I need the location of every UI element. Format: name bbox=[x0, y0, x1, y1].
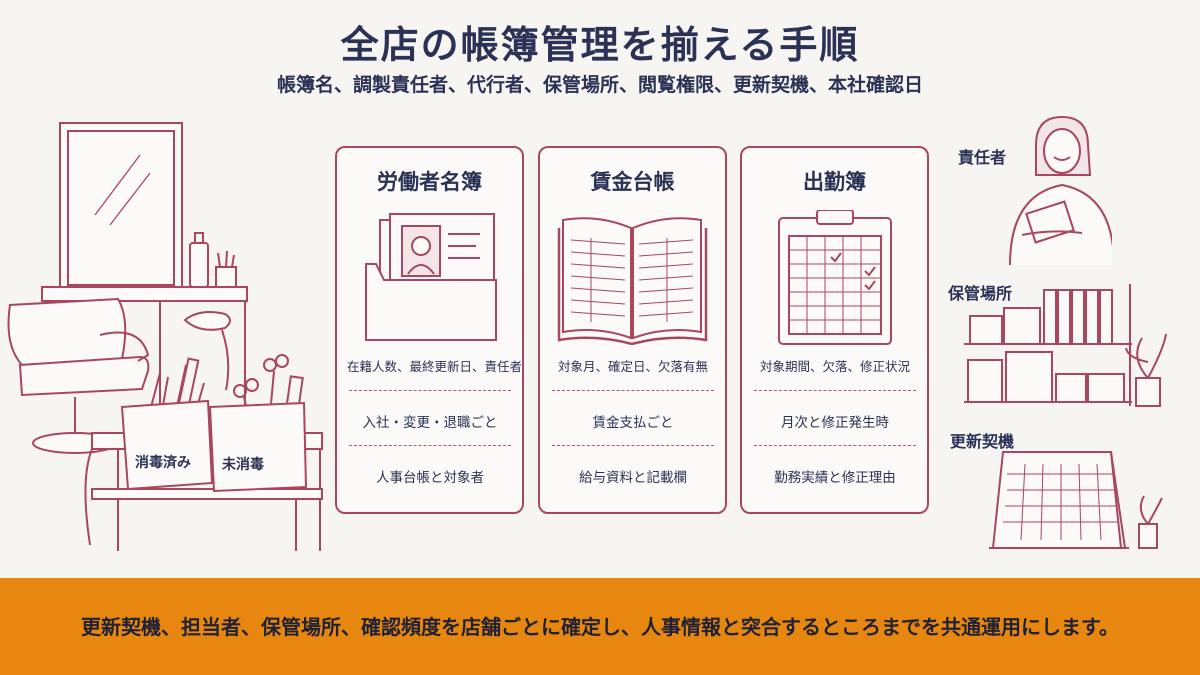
card-title: 賃金台帳 bbox=[590, 170, 675, 194]
divider bbox=[552, 445, 714, 446]
storage-shelf-icon bbox=[960, 282, 1170, 410]
card-row: 人事台帳と対象者 bbox=[376, 470, 484, 486]
card-row: 対象期間、欠落、修正状況 bbox=[759, 359, 910, 374]
card-wage-ledger: 賃金台帳 対象月、確定日、欠落有無 賃金支払ごと 給与資料と記載欄 bbox=[538, 146, 727, 514]
card-row: 対象月、確定日、欠落有無 bbox=[557, 359, 708, 374]
footer-banner: 更新契機、担当者、保管場所、確認頻度を店舗ごとに確定し、人事情報と突合するところ… bbox=[0, 578, 1200, 675]
card-attendance-book: 出勤簿 対象期間、欠落、修正状況 月次と修正発生時 勤務実績と bbox=[740, 146, 929, 514]
card-title: 出勤簿 bbox=[803, 170, 866, 194]
divider bbox=[552, 390, 714, 391]
card-row: 入社・変更・退職ごと bbox=[362, 415, 498, 431]
card-row: 月次と修正発生時 bbox=[781, 415, 889, 431]
desk-calendar-icon bbox=[985, 440, 1170, 552]
file-folder-icon bbox=[352, 210, 507, 345]
page-subtitle: 帳簿名、調製責任者、代行者、保管場所、閲覧権限、更新契機、本社確認日 bbox=[276, 74, 923, 96]
card-row: 在籍人数、最終更新日、責任者 bbox=[347, 359, 523, 374]
salon-illustration: 消毒済み 未消毒 bbox=[0, 115, 330, 560]
card-title: 労働者名簿 bbox=[377, 170, 482, 194]
footer-text: 更新契機、担当者、保管場所、確認頻度を店舗ごとに確定し、人事情報と突合するところ… bbox=[81, 615, 1119, 639]
card-row: 賃金支払ごと bbox=[592, 415, 674, 431]
bin-unsterilized-label: 未消毒 bbox=[222, 456, 264, 473]
page-title: 全店の帳簿管理を揃える手順 bbox=[340, 23, 860, 67]
responsible-label: 責任者 bbox=[958, 148, 1007, 167]
clipboard-grid-icon bbox=[757, 210, 912, 345]
divider bbox=[754, 445, 916, 446]
open-ledger-icon bbox=[555, 210, 710, 345]
divider bbox=[754, 390, 916, 391]
storage-label: 保管場所 bbox=[948, 284, 1013, 303]
divider bbox=[349, 445, 511, 446]
bin-sterilized-label: 消毒済み bbox=[135, 454, 191, 471]
card-worker-roster: 労働者名簿 在籍人数、最終更新日、責任者 入社・変更・退職ごと 人事台帳と対象者 bbox=[335, 146, 524, 514]
salon-station-icon: 消毒済み 未消毒 bbox=[7, 122, 323, 551]
trigger-label: 更新契機 bbox=[950, 432, 1015, 451]
responsible-person-icon bbox=[1002, 115, 1112, 265]
divider bbox=[349, 390, 511, 391]
card-row: 給与資料と記載欄 bbox=[579, 470, 687, 486]
card-row: 勤務実績と修正理由 bbox=[774, 470, 896, 486]
